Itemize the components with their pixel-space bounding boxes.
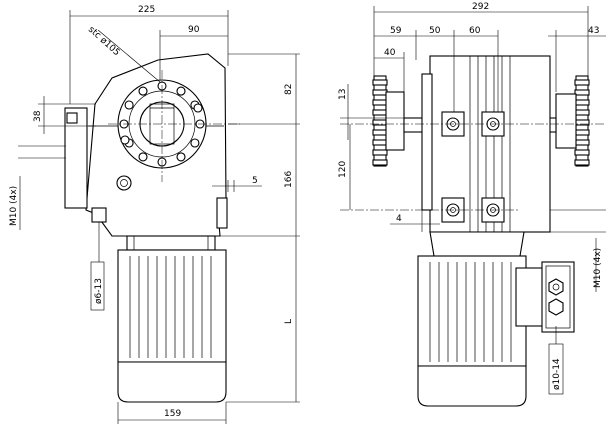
sprocket-tooth bbox=[574, 89, 590, 96]
sprocket-tooth bbox=[574, 99, 590, 106]
motor-body-right bbox=[417, 255, 527, 367]
motor-adapter bbox=[126, 235, 216, 251]
dim-59: 59 bbox=[390, 26, 402, 36]
cable-gland-left bbox=[91, 207, 107, 223]
housing-bolt bbox=[116, 175, 132, 191]
fan-cover-right bbox=[417, 365, 527, 407]
dim-159: 159 bbox=[164, 409, 181, 419]
left-view bbox=[64, 53, 240, 403]
right-view bbox=[340, 55, 606, 407]
fan-cover bbox=[117, 361, 227, 403]
dim-38: 38 bbox=[33, 110, 43, 122]
sprocket-tooth bbox=[372, 139, 388, 146]
sprocket-tooth bbox=[190, 138, 200, 148]
dim-90: 90 bbox=[188, 25, 200, 35]
sprocket-tooth bbox=[372, 159, 388, 166]
sprocket-tooth bbox=[372, 79, 388, 86]
sprocket-tooth bbox=[574, 129, 590, 136]
dim-gland-right: ø10-14 bbox=[552, 358, 562, 390]
sprocket-tooth bbox=[574, 79, 590, 86]
sprocket-tooth bbox=[574, 139, 590, 146]
dim-225: 225 bbox=[138, 5, 155, 15]
dim-length: L bbox=[284, 319, 294, 324]
sprocket-tooth bbox=[372, 129, 388, 136]
dim-thread-right: M10 (4x) bbox=[593, 248, 603, 288]
dim-4: 4 bbox=[396, 214, 402, 224]
dim-5: 5 bbox=[252, 176, 258, 186]
dim-40: 40 bbox=[384, 48, 396, 58]
dim-43: 43 bbox=[588, 26, 599, 36]
sprocket-tooth bbox=[372, 99, 388, 106]
sprocket-tooth bbox=[124, 100, 134, 110]
dim-166: 166 bbox=[284, 171, 294, 188]
dim-13: 13 bbox=[338, 89, 348, 100]
right-view-dimensions: 292 59 50 60 40 43 13 120 4 M10 (4x) bbox=[338, 2, 606, 395]
sprocket-tooth bbox=[372, 149, 388, 156]
motor-body bbox=[117, 249, 227, 363]
motor-adapter-right bbox=[429, 231, 525, 257]
side-flange-nub bbox=[66, 112, 78, 124]
sprocket-tooth bbox=[138, 152, 148, 162]
dim-120: 120 bbox=[338, 161, 348, 178]
cooling-fins bbox=[129, 256, 212, 358]
sprocket-tooth bbox=[574, 149, 590, 156]
dim-50: 50 bbox=[429, 26, 441, 36]
sprocket-tooth bbox=[176, 86, 186, 96]
dim-thread-left: M10 (4x) bbox=[9, 186, 19, 226]
dim-82: 82 bbox=[284, 84, 294, 95]
sprocket-tooth bbox=[574, 159, 590, 166]
dim-292: 292 bbox=[472, 2, 489, 12]
dim-sprocket: stc ø105 bbox=[86, 25, 121, 58]
dim-60: 60 bbox=[469, 26, 481, 36]
gland-nut bbox=[548, 278, 564, 296]
dim-gland-left: ø6-13 bbox=[94, 278, 104, 304]
sprocket-tooth bbox=[574, 109, 590, 116]
sprocket-tooth bbox=[176, 152, 186, 162]
sprocket-tooth bbox=[372, 89, 388, 96]
sprocket-tooth bbox=[138, 86, 148, 96]
sprocket-tooth bbox=[372, 109, 388, 116]
